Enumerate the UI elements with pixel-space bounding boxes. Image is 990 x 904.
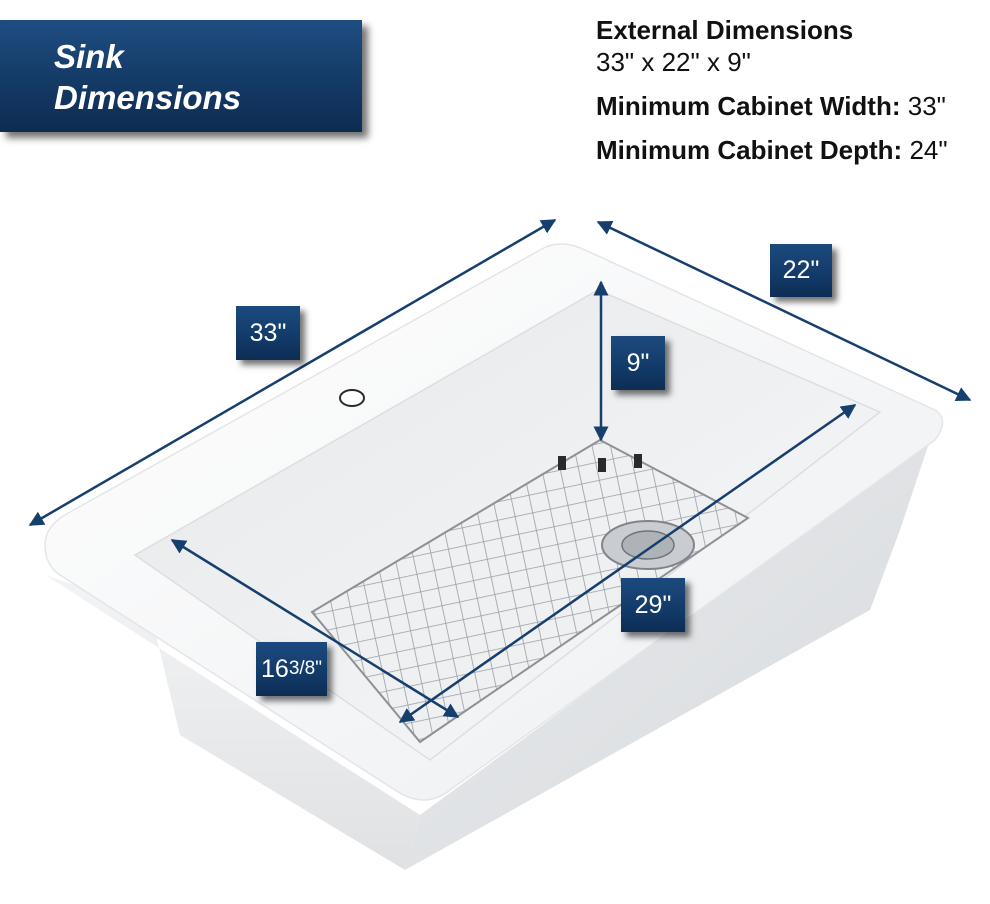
title-line-2: Dimensions <box>54 79 242 116</box>
spec-list: External Dimensions 33" x 22" x 9" Minim… <box>596 14 948 166</box>
grid-foot-icon <box>558 456 566 470</box>
width-label: 22" <box>770 244 832 297</box>
bowl-width-arrow <box>170 538 460 719</box>
title-banner: Sink Dimensions <box>0 20 362 132</box>
length-arrow <box>28 218 557 527</box>
min-cabinet-depth: Minimum Cabinet Depth: 24" <box>596 135 948 165</box>
length-label: 33" <box>236 306 300 360</box>
title-line-1: Sink <box>54 38 124 75</box>
bowl-length-arrow <box>398 403 857 724</box>
depth-label: 9" <box>611 336 665 390</box>
external-dimensions-label: External Dimensions <box>596 15 854 45</box>
bowl-length-label: 29" <box>621 578 685 632</box>
page-title: Sink Dimensions <box>54 36 241 118</box>
faucet-hole <box>339 389 365 407</box>
width-arrow <box>596 220 972 402</box>
grid-foot-icon <box>598 458 606 472</box>
min-cabinet-width: Minimum Cabinet Width: 33" <box>596 91 946 121</box>
external-dimensions-value: 33" x 22" x 9" <box>596 47 751 77</box>
grid-foot-icon <box>634 454 642 468</box>
sink-front-face <box>45 575 420 870</box>
